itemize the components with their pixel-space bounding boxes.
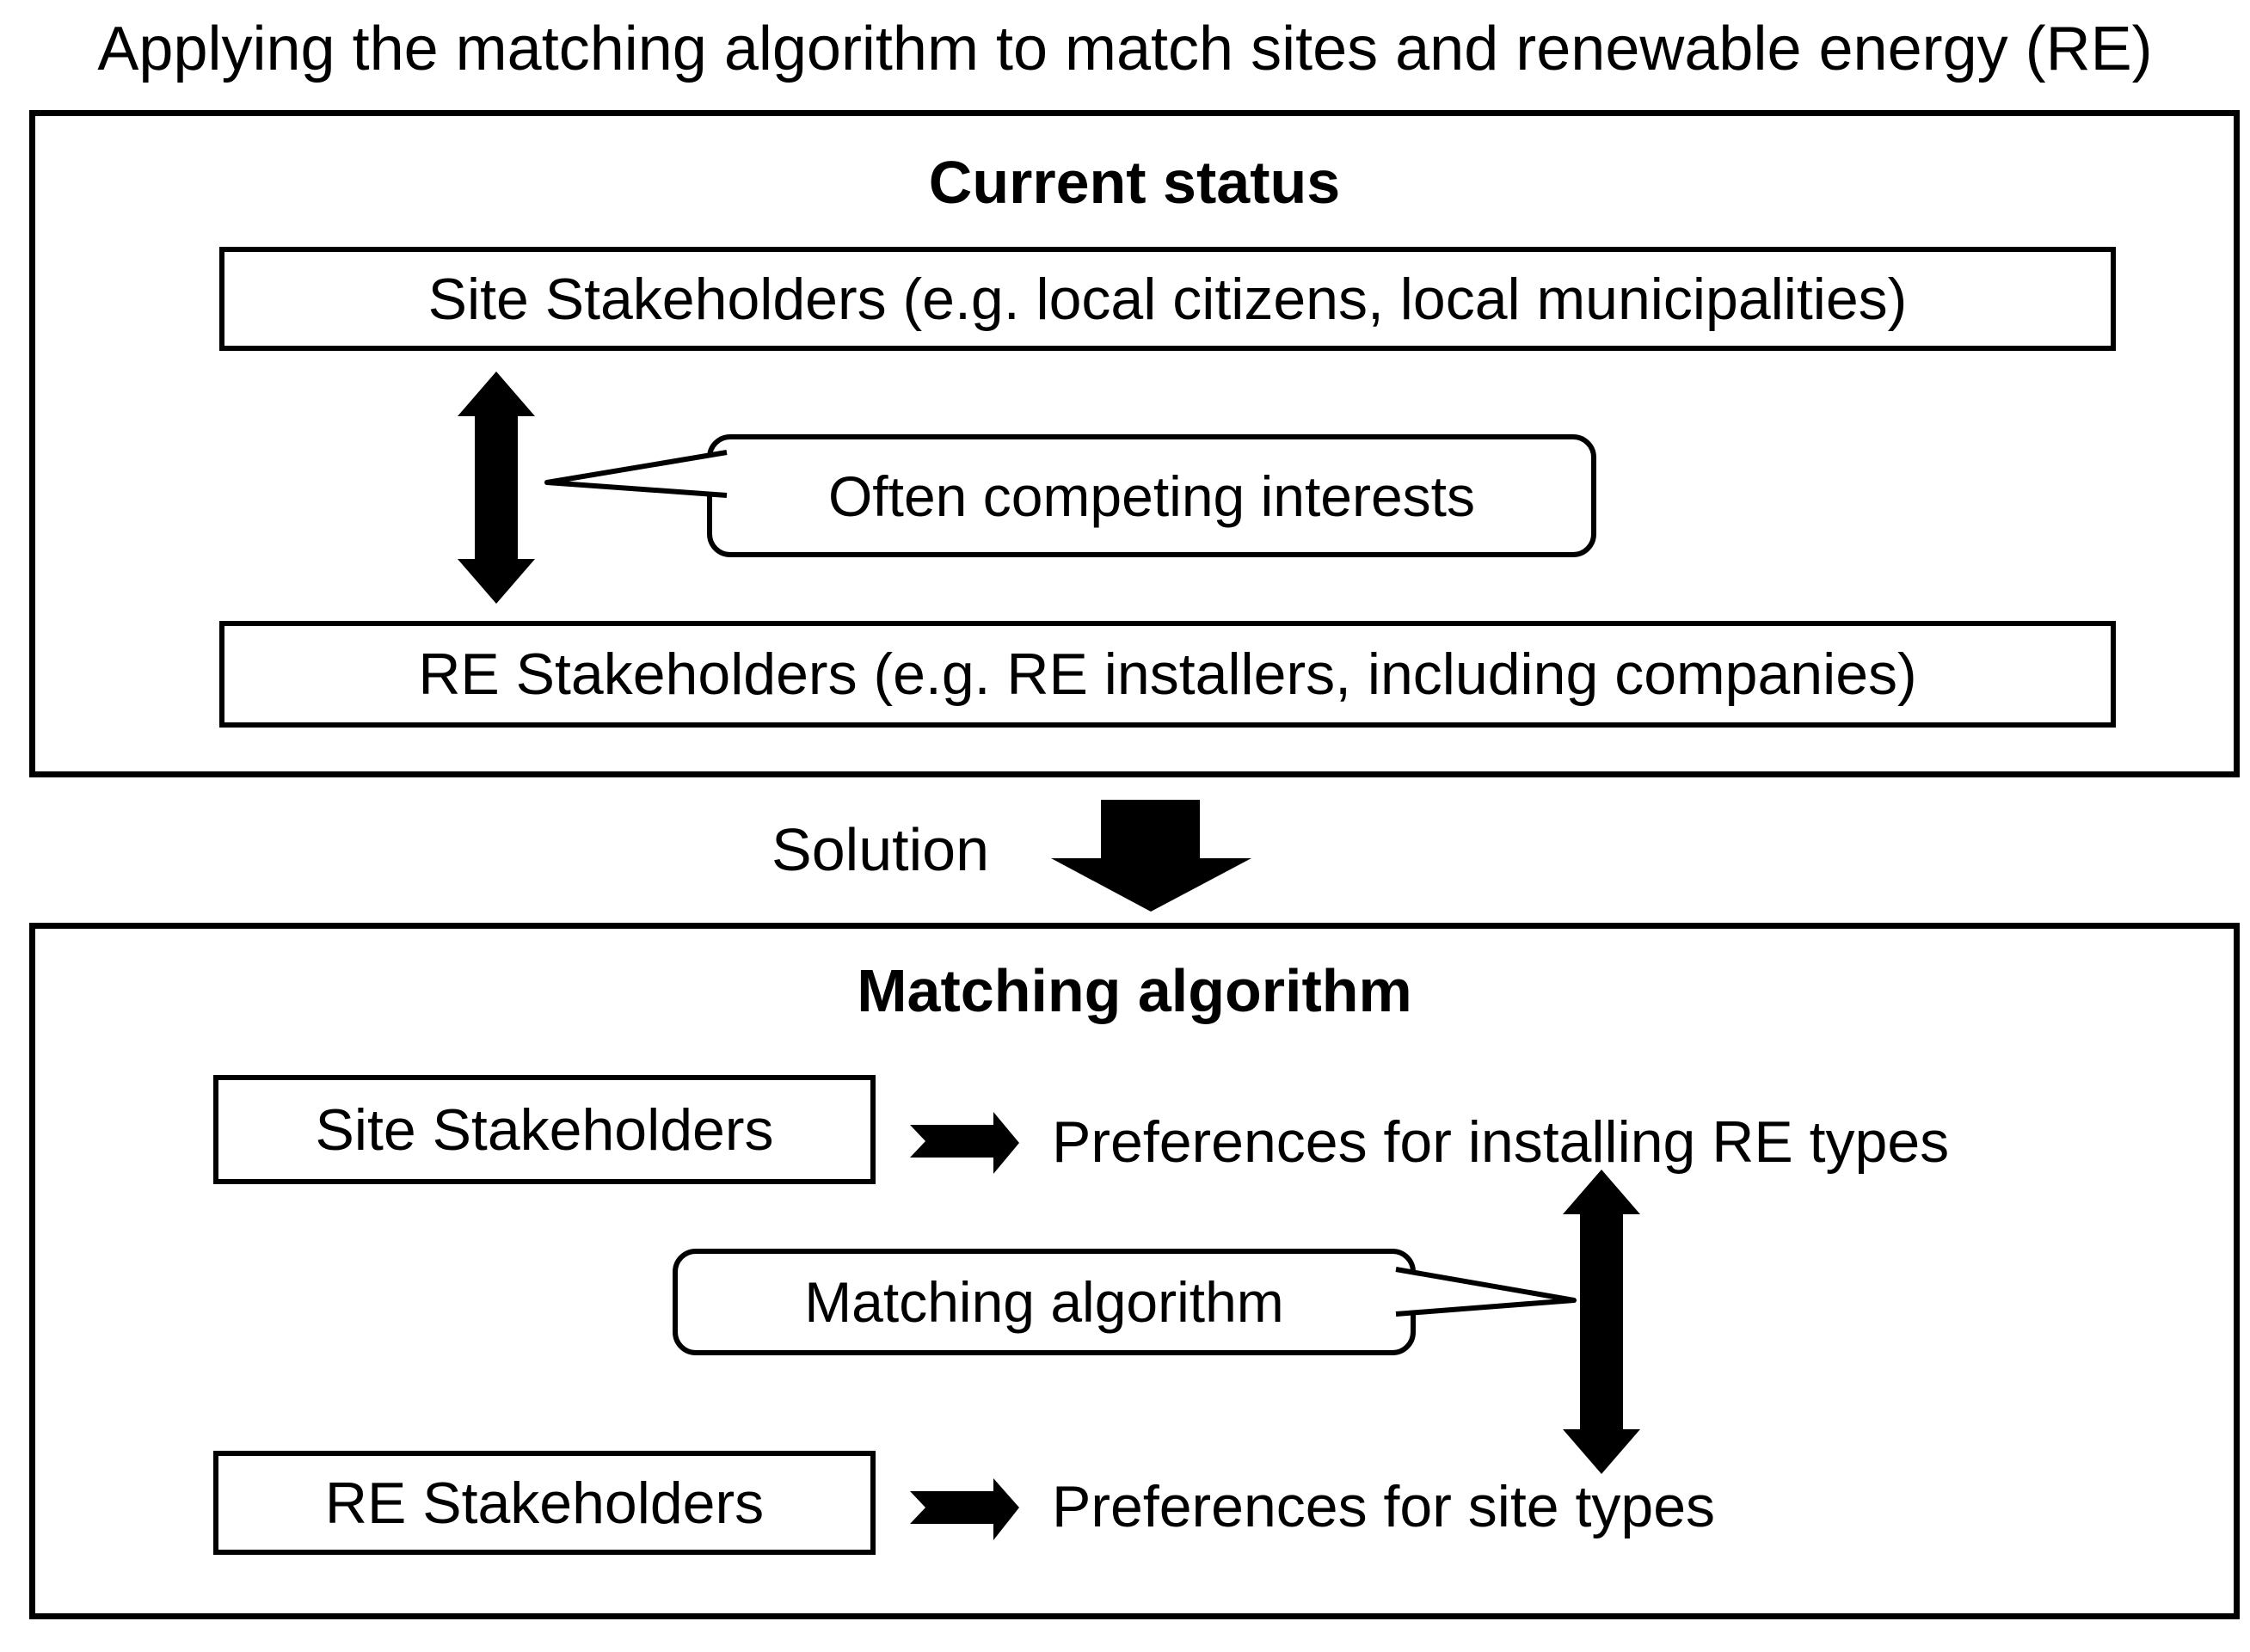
solution-label: Solution: [772, 816, 989, 883]
re-stakeholders-label: RE Stakeholders (e.g. RE installers, inc…: [418, 642, 1917, 707]
re-stakeholders-small-box: RE Stakeholders: [213, 1451, 876, 1555]
competing-interests-callout-label: Often competing interests: [827, 464, 1476, 528]
site-stakeholders-label: Site Stakeholders (e.g. local citizens, …: [427, 266, 1908, 332]
re-stakeholders-small-label: RE Stakeholders: [324, 1470, 765, 1536]
down-arrow-icon: [1051, 800, 1251, 912]
re-stakeholders-box: RE Stakeholders (e.g. RE installers, inc…: [219, 621, 2116, 728]
site-preferences-label: Preferences for installing RE types: [1052, 1109, 1950, 1175]
matching-algorithm-header: Matching algorithm: [857, 957, 1412, 1024]
re-preferences-label: Preferences for site types: [1052, 1474, 1716, 1539]
site-stakeholders-small-label: Site Stakeholders: [315, 1096, 774, 1163]
matching-algorithm-callout-label: Matching algorithm: [804, 1270, 1284, 1334]
site-stakeholders-small-box: Site Stakeholders: [213, 1075, 876, 1184]
site-stakeholders-box: Site Stakeholders (e.g. local citizens, …: [219, 247, 2116, 351]
current-status-header: Current status: [928, 149, 1341, 216]
figure-title: Applying the matching algorithm to match…: [97, 15, 2153, 83]
